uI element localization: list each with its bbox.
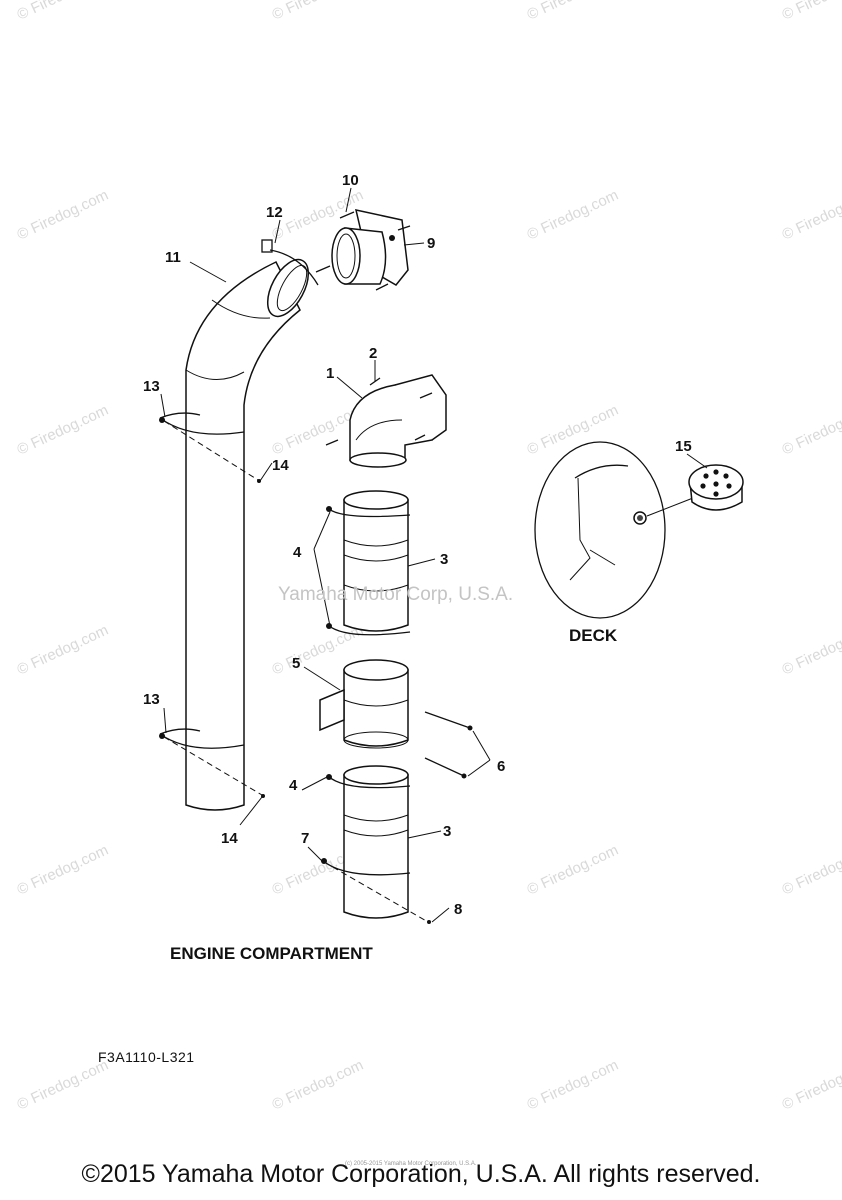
watermark: © Firedog.com — [15, 0, 112, 24]
part-10-screws — [315, 211, 411, 291]
callout-4: 4 — [289, 777, 298, 794]
callout-10: 10 — [342, 172, 359, 189]
callout-14: 14 — [272, 457, 289, 474]
part-9-flange-outlet — [331, 209, 409, 286]
part-8-screw — [427, 920, 431, 924]
watermark: © Firedog.com — [15, 842, 112, 899]
callout-13: 13 — [143, 378, 160, 395]
section-title: ENGINE COMPARTMENT — [170, 944, 373, 963]
part-4-upper-bands — [326, 506, 411, 636]
callout-1: 1 — [326, 365, 334, 382]
part-12-hose-clamp — [261, 239, 319, 286]
watermark: © Firedog.com — [15, 187, 112, 244]
watermark: © Firedog.com — [525, 187, 622, 244]
watermark: © Firedog.com — [780, 622, 842, 679]
watermark: © Firedog.com — [525, 1057, 622, 1114]
watermark: © Firedog.com — [780, 842, 842, 899]
connector-line-8 — [323, 861, 429, 923]
watermark: © Firedog.com — [525, 0, 622, 24]
watermark: © Firedog.com — [270, 1057, 367, 1114]
part-14-screw — [257, 479, 261, 483]
drawing-code: F3A1110-L321 — [98, 1049, 195, 1065]
watermark: © Firedog.com — [15, 1057, 112, 1114]
connector-line-14-lower — [163, 736, 263, 796]
watermark: © Firedog.com — [780, 1057, 842, 1114]
callout-13: 13 — [143, 691, 160, 708]
watermark-grid: © Firedog.com © Firedog.com © Firedog.co… — [15, 0, 842, 1114]
callout-8: 8 — [454, 901, 462, 918]
callout-9: 9 — [427, 235, 435, 252]
part-6-bolts — [424, 711, 473, 779]
watermark: © Firedog.com — [780, 402, 842, 459]
watermark: © Firedog.com — [270, 0, 367, 24]
part-4-lower-band — [326, 774, 411, 789]
connector-line-14-upper — [163, 420, 259, 481]
fine-print: (c) 2005-2015 Yamaha Motor Corporation, … — [345, 1161, 477, 1167]
watermark: © Firedog.com — [15, 622, 112, 679]
callout-5: 5 — [292, 655, 300, 672]
copyright-footer: ©2015 Yamaha Motor Corporation, U.S.A. A… — [81, 1160, 761, 1188]
callout-12: 12 — [266, 204, 283, 221]
center-watermark: Yamaha Motor Corp, U.S.A. — [278, 584, 514, 605]
callout-14: 14 — [221, 830, 238, 847]
part-11-bent-duct — [185, 258, 310, 811]
watermark: © Firedog.com — [15, 402, 112, 459]
callout-6: 6 — [497, 758, 505, 775]
deck-label: DECK — [569, 626, 618, 645]
callout-3: 3 — [440, 551, 448, 568]
part-15-vent-cap — [688, 464, 744, 511]
watermark: © Firedog.com — [525, 842, 622, 899]
callout-4: 4 — [293, 544, 302, 561]
part-3-lower-hose — [343, 765, 409, 919]
part-1-elbow — [349, 374, 447, 468]
callout-15: 15 — [675, 438, 692, 455]
callout-2: 2 — [369, 345, 377, 362]
callout-7: 7 — [301, 830, 309, 847]
part-5-bracket-joint — [319, 659, 409, 749]
callout-3: 3 — [443, 823, 451, 840]
watermark: © Firedog.com — [780, 187, 842, 244]
deck-detail-view — [534, 441, 694, 619]
callout-11: 11 — [165, 249, 181, 266]
leader-lines — [160, 187, 708, 923]
part-3-upper-hose — [343, 490, 409, 632]
watermark: © Firedog.com — [780, 0, 842, 24]
part-labels: 10 12 9 11 2 1 13 14 15 4 3 5 13 6 4 3 1… — [143, 172, 692, 918]
